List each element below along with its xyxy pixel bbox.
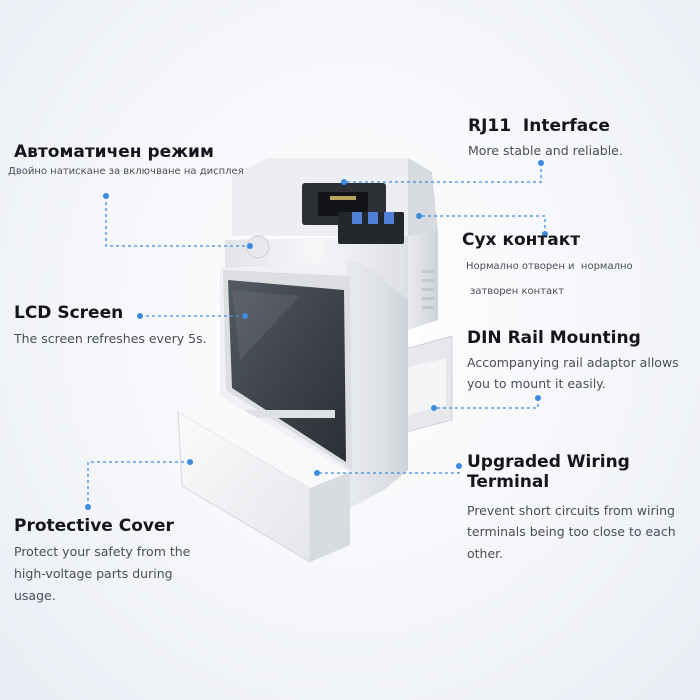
rj11-title: RJ11 Interface (468, 116, 610, 136)
wiring-terminal-description: Prevent short circuits from wiring termi… (467, 503, 676, 561)
leader-lines (85, 160, 548, 510)
rj11-description: More stable and reliable. (468, 143, 623, 158)
din-rail-title: DIN Rail Mounting (467, 328, 641, 348)
protective-cover-title: Protective Cover (14, 516, 174, 536)
lcd-screen-title: LCD Screen (14, 303, 124, 323)
lcd-screen-description: The screen refreshes every 5s. (14, 331, 207, 346)
auto-mode-title: Автоматичен режим (14, 142, 214, 162)
auto-mode-description: Двойно натискане за включване на дисплея (8, 166, 244, 177)
protective-cover-description: Protect your safety from the high-voltag… (14, 544, 191, 603)
dry-contact-description-line1: Нормално отворен и нормално (466, 261, 633, 272)
dry-contact-terminal (338, 212, 404, 244)
power-button-icon (246, 235, 270, 259)
protective-cover (177, 395, 350, 563)
dry-contact-title: Сух контакт (462, 230, 581, 250)
vent-slots (422, 270, 434, 309)
wiring-terminal-title: Upgraded Wiring Terminal (467, 452, 630, 492)
din-rail-description: Accompanying rail adaptor allows you to … (467, 355, 679, 391)
dry-contact-description-line2: затворен контакт (470, 286, 565, 297)
